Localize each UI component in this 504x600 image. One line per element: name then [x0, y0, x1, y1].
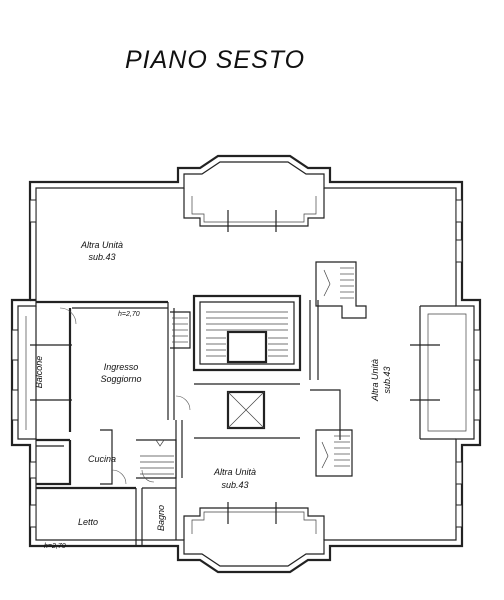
- label-bagno: Bagno: [156, 505, 166, 531]
- label-altra-e-line1: Altra Unità: [370, 359, 380, 402]
- room-labels: Altra Unità sub.43 h=2,70 Ingresso Soggi…: [34, 240, 392, 550]
- south-bay: [183, 502, 325, 540]
- stair-sw: [136, 439, 177, 479]
- label-letto: Letto: [78, 517, 98, 527]
- label-cucina: Cucina: [88, 454, 116, 464]
- label-ingresso-line2: Soggiorno: [100, 374, 141, 384]
- floor-title: PIANO SESTO: [124, 46, 306, 74]
- stair-ne: [315, 261, 367, 319]
- north-bay: [183, 188, 325, 232]
- label-balcone: Balcone: [34, 356, 44, 389]
- west-bay: [25, 306, 72, 439]
- doors: [59, 307, 191, 485]
- small-stair-nw: [170, 311, 191, 349]
- east-bay: [410, 305, 467, 440]
- label-altra-nw-line1: Altra Unità: [80, 240, 123, 250]
- label-height-top: h=2,70: [118, 311, 140, 318]
- label-altra-nw-line2: sub.43: [88, 252, 115, 262]
- main-stair: [206, 311, 288, 357]
- label-altra-s-line1: Altra Unità: [213, 467, 256, 477]
- interior-walls: [30, 261, 367, 546]
- label-height-bottom: h=2,70: [44, 543, 66, 550]
- label-ingresso-line1: Ingresso: [104, 362, 139, 372]
- label-altra-e-line2: sub.43: [382, 366, 392, 393]
- windows: [11, 199, 481, 528]
- stair-se: [315, 429, 353, 477]
- label-altra-s-line2: sub.43: [221, 480, 248, 490]
